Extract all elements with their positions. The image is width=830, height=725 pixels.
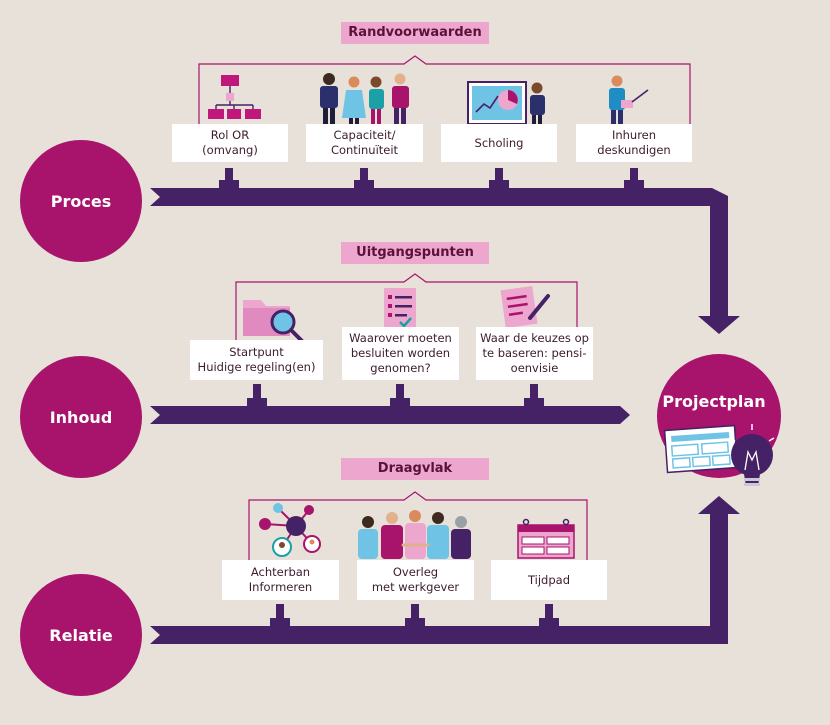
proces-circle: Proces: [20, 140, 142, 262]
card-text: Capaciteit/ Continuïteit: [330, 128, 399, 157]
card-text: Waarover moeten besluiten worden genomen…: [349, 331, 452, 375]
uitgangspunten-header: Uitgangspunten: [341, 242, 489, 264]
card-scholing: Scholing: [441, 124, 557, 162]
draagvlak-header: Draagvlak: [341, 458, 489, 480]
presenter-icon: [609, 75, 649, 124]
calendar-icon: [517, 518, 575, 559]
relatie-path: [150, 496, 740, 644]
flow-paths: [150, 188, 740, 644]
card-text: Rol OR (omvang): [202, 128, 258, 157]
network-icon: [259, 503, 321, 557]
card-rol-or: Rol OR (omvang): [172, 124, 288, 162]
card-text: Waar de keuzes op te baseren: pensi- oen…: [480, 331, 589, 375]
group-people-icon: [320, 73, 409, 124]
presentation-icon: [467, 81, 545, 125]
card-achterban: Achterban Informeren: [222, 560, 339, 600]
randvoorwaarden-header: Randvoorwaarden: [341, 22, 489, 44]
card-tijdpad: Tijdpad: [491, 560, 607, 600]
inhoud-label: Inhoud: [49, 407, 113, 427]
checklist-icon: [384, 288, 416, 328]
card-text: Tijdpad: [527, 572, 570, 587]
folder-search-icon: [243, 300, 304, 343]
card-text: Achterban Informeren: [248, 565, 313, 594]
board-icon: [663, 424, 739, 474]
relatie-circle: Relatie: [20, 574, 142, 696]
bracket-frames: [198, 55, 691, 560]
card-inhuren: Inhuren deskundigen: [576, 124, 692, 162]
card-text: Scholing: [474, 135, 524, 150]
card-text: Startpunt Huidige regeling(en): [197, 345, 316, 374]
card-startpunt: Startpunt Huidige regeling(en): [190, 340, 323, 380]
relatie-label: Relatie: [49, 625, 113, 645]
card-capaciteit: Capaciteit/ Continuïteit: [306, 124, 423, 162]
proces-path: [150, 188, 740, 334]
card-waar-keuzes: Waar de keuzes op te baseren: pensi- oen…: [476, 327, 593, 380]
projectplan-label: Projectplan: [662, 392, 766, 411]
org-chart-icon: [208, 75, 261, 119]
proces-label: Proces: [50, 191, 112, 211]
card-connectors: [219, 168, 644, 628]
card-text: Inhuren deskundigen: [597, 128, 671, 157]
card-text: Overleg met werkgever: [371, 565, 460, 594]
inhoud-circle: Inhoud: [20, 356, 142, 478]
inhoud-path: [150, 406, 630, 424]
meeting-people-icon: [358, 510, 471, 559]
lightbulb-icon: [729, 424, 775, 486]
card-waarover: Waarover moeten besluiten worden genomen…: [342, 327, 459, 380]
document-pen-icon: [500, 285, 550, 329]
card-overleg: Overleg met werkgever: [357, 560, 474, 600]
